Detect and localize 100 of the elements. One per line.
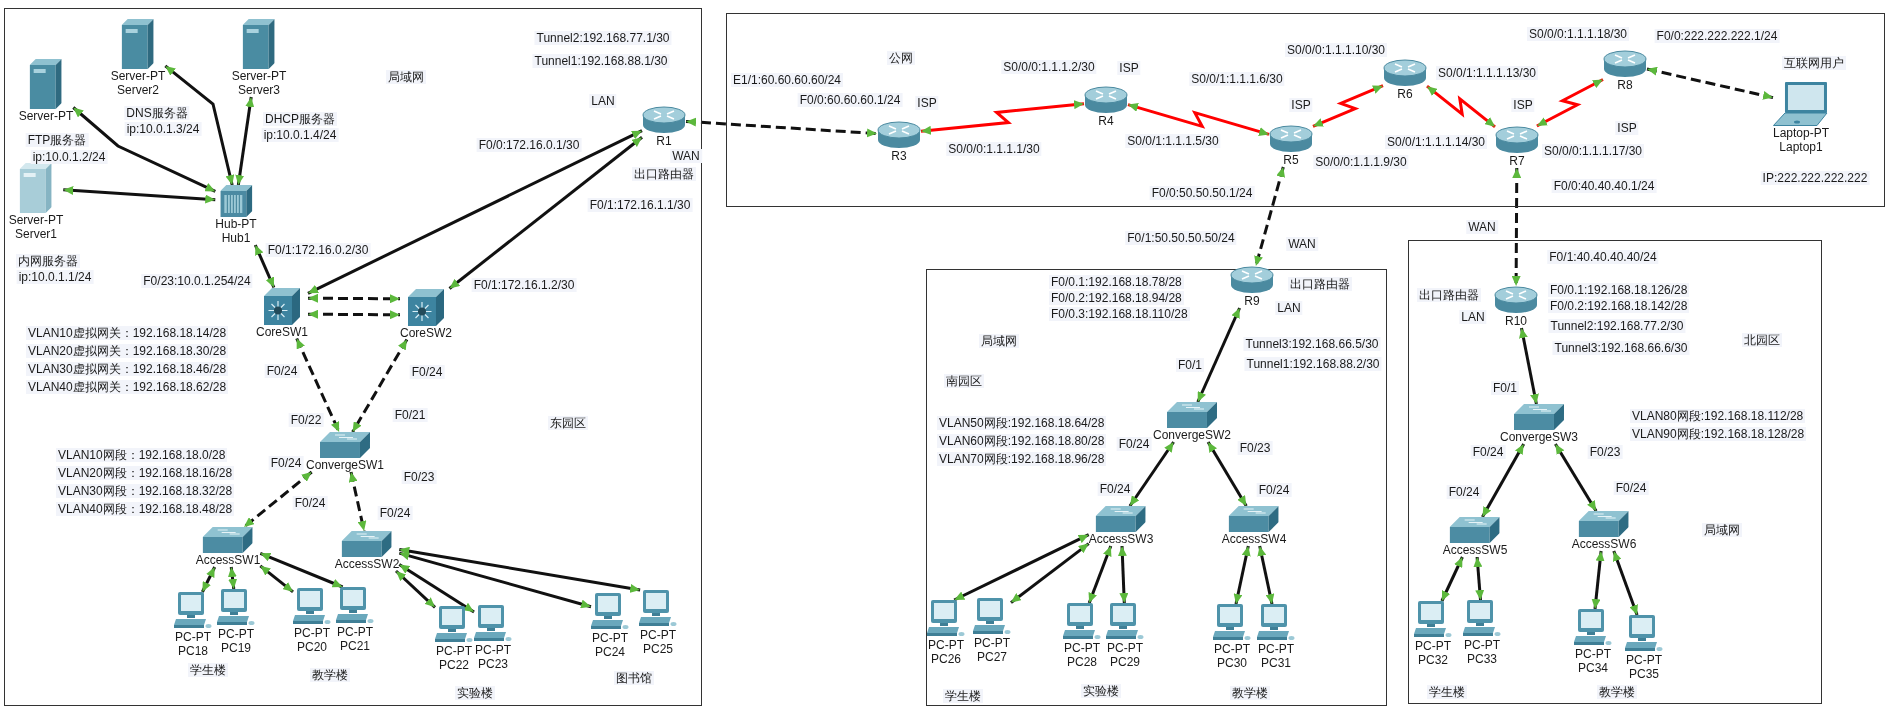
device-type-label: Server-PT [8,213,64,227]
address-label: Tunnel2:192.168.77.2/30 [1548,319,1686,333]
address-label: F0/0:222.222.222.1/24 [1654,29,1780,43]
link-line [1196,307,1241,403]
link-line [398,563,475,614]
address-label: F0/0:40.40.40.1/24 [1551,179,1657,193]
role-label: 出口路由器 [632,167,696,181]
link-line [253,244,276,289]
device-name-label: AccessSW4 [1221,532,1287,546]
link-line [1440,556,1464,602]
port-label: F0/24 [264,364,300,378]
device-name-label: Server3 [238,83,280,97]
role-label: 出口路由器 [1417,288,1481,302]
device-type-label: PC-PT [974,636,1010,650]
device-name-label: R3 [891,149,907,163]
link-line [72,106,216,193]
port-label: F0/24 [1446,485,1482,499]
port-label: F0/24 [409,365,445,379]
device-type-label: Laptop-PT [1773,126,1829,140]
network-side-label: LAN [1275,301,1303,315]
port-label: F0/24 [1097,482,1133,496]
link-line [1473,556,1485,601]
device-name-label: PC19 [221,641,251,655]
device-type-label: PC-PT [294,626,330,640]
address-label: ip:10.0.1.1/24 [16,270,94,284]
role-label: ISP [1117,61,1141,75]
link-line [398,551,592,609]
device-type-label: PC-PT [337,625,373,639]
device-name-label: R8 [1617,78,1633,92]
address-label: F0/0.2:192.168.18.142/28 [1548,299,1690,313]
port-label: F0/23 [401,470,437,484]
vlan-label: VLAN40网段：192.168.18.48/28 [56,502,235,516]
device-name-label: PC24 [595,645,625,659]
device-name-label: PC28 [1067,655,1097,669]
vlan-label: VLAN50网段:192.168.18.64/28 [937,416,1107,430]
device-type-label: Server-PT [18,109,74,123]
device-name-label: R6 [1397,87,1413,101]
device-type-label: Server-PT [231,69,287,83]
region-label: 南园区 [944,374,984,388]
device-name-label: PC26 [931,652,961,666]
link-line [1481,443,1525,518]
device-type-label: PC-PT [218,627,254,641]
building-label: 教学楼 [1597,685,1637,699]
building-label: 学生楼 [943,689,983,703]
link-line [1117,545,1129,604]
region-label: 北园区 [1742,333,1782,347]
device-name-label: R10 [1505,314,1527,328]
device-name-label: R9 [1244,294,1260,308]
port-label: F0/24 [1116,437,1152,451]
link-line [1128,441,1175,507]
port-label: F0/1 [1491,381,1519,395]
link-line [1010,542,1090,604]
link-line [1312,84,1384,128]
region-label: 东园区 [548,416,588,430]
region-label: 局域网 [979,334,1019,348]
network-side-label: LAN [589,94,617,108]
address-label: S0/0/1:1.1.1.13/30 [1435,66,1539,80]
address-label: S0/0/0:1.1.1.10/30 [1284,43,1388,57]
link-line [227,566,238,590]
device-type-label: PC-PT [475,643,511,657]
address-label: ip:10.0.1.2/24 [30,150,108,164]
device-type-label: PC-PT [175,630,211,644]
device-name-label: PC27 [977,650,1007,664]
device-name-label: R7 [1509,154,1525,168]
vlan-label: VLAN10网段：192.168.18.0/28 [56,448,228,462]
network-side-label: WAN [1466,220,1498,234]
role-label: 内网服务器 [16,254,80,268]
port-label: F0/1 [1176,358,1204,372]
device-name-label: R5 [1283,153,1299,167]
region-label: 局域网 [386,70,426,84]
network-side-label: WAN [1286,237,1318,251]
device-name-label: ConvergeSW1 [306,458,384,472]
device-type-label: PC-PT [592,631,628,645]
address-label: F0/0:60.60.60.1/24 [797,93,903,107]
device-name-label: CoreSW2 [400,325,452,340]
role-label: ISP [1615,121,1639,135]
address-label: Tunnel3:192.168.66.6/30 [1552,341,1690,355]
vlan-label: VLAN90网段:192.168.18.128/28 [1630,427,1807,441]
port-label: F0/24 [1613,481,1649,495]
port-label: F0/23 [1587,445,1623,459]
link-line [1127,103,1270,136]
port-label: F0/23 [1237,441,1273,455]
device-name-label: PC30 [1217,656,1247,670]
link-line [685,117,878,138]
link-line [308,309,400,320]
port-label: F0/24 [292,496,328,510]
vlan-label: VLAN10虚拟网关：192.168.18.14/28 [26,326,229,340]
link-line [1591,550,1605,610]
building-label: 教学楼 [310,668,350,682]
port-label: F0/24 [268,456,304,470]
link-line [348,471,367,532]
device-type-label: PC-PT [640,628,676,642]
link-line [1519,327,1539,405]
network-side-label: LAN [1459,310,1487,324]
address-label: S0/0/0:1.1.1.2/30 [1001,60,1097,74]
building-label: 学生楼 [188,663,228,677]
address-label: S0/0/0:1.1.1.17/30 [1541,144,1645,158]
device-type-label: PC-PT [1626,653,1662,667]
device-name-label: AccessSW1 [195,553,261,567]
port-label: F0/24 [1256,483,1292,497]
